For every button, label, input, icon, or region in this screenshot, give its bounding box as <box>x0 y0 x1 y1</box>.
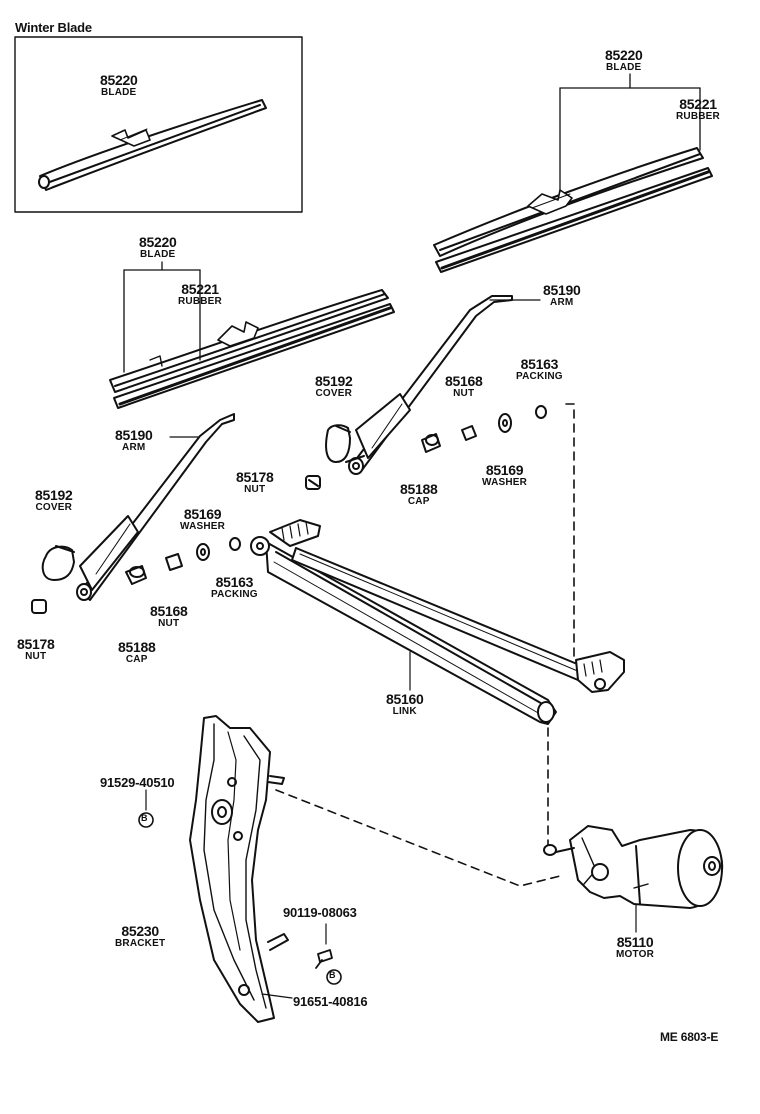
bracket <box>189 715 289 1023</box>
callout-right-nut-178: 85178 NUT <box>236 469 274 495</box>
dashed-connectors <box>275 403 575 887</box>
link-assembly <box>250 519 625 725</box>
callout-left-rubber: 85221 RUBBER <box>178 281 222 307</box>
callout-left-nut-168: 85168 NUT <box>150 603 188 629</box>
callout-right-arm: 85190 ARM <box>543 282 581 308</box>
right-packing <box>535 405 547 419</box>
left-cap <box>125 565 147 585</box>
callout-link: 85160 LINK <box>386 691 424 717</box>
right-blade-leader <box>559 73 701 193</box>
left-nut-168 <box>165 553 183 571</box>
winter-blade-inset-box <box>14 36 303 213</box>
callout-left-washer: 85169 WASHER <box>180 506 226 532</box>
callout-left-cover: 85192 COVER <box>35 487 73 513</box>
left-washer <box>196 543 210 561</box>
bolt-upper <box>138 789 154 828</box>
callout-right-nut-168: 85168 NUT <box>445 373 483 399</box>
callout-winter-blade: 85220 BLADE <box>100 72 138 98</box>
right-nut-178 <box>305 475 321 490</box>
inset-title: Winter Blade <box>15 20 92 35</box>
screw <box>315 923 333 969</box>
callout-right-cover: 85192 COVER <box>315 373 353 399</box>
left-arm <box>76 413 235 601</box>
figure-code: ME 6803-E <box>660 1030 719 1044</box>
part-number-bolt-upper: 91529-40510 <box>100 775 175 790</box>
callout-left-nut-178: 85178 NUT <box>17 636 55 662</box>
right-washer <box>498 413 512 433</box>
callout-right-packing: 85163 PACKING <box>516 356 563 382</box>
left-nut-178 <box>31 599 47 614</box>
callout-bracket: 85230 BRACKET <box>115 923 166 949</box>
left-blade-leader <box>123 261 201 373</box>
callout-right-blade: 85220 BLADE <box>605 47 643 73</box>
bolt-marker-upper: B <box>141 813 148 823</box>
part-number-screw: 90119-08063 <box>283 905 357 920</box>
right-cap <box>421 433 441 453</box>
right-nut-168 <box>461 425 477 441</box>
left-packing <box>229 537 241 551</box>
bolt-lower <box>261 969 342 999</box>
callout-right-washer: 85169 WASHER <box>482 462 528 488</box>
motor <box>543 825 724 909</box>
right-blade <box>433 147 713 273</box>
callout-left-packing: 85163 PACKING <box>211 574 258 600</box>
callout-left-arm: 85190 ARM <box>115 427 153 453</box>
callout-right-rubber: 85221 RUBBER <box>676 96 720 122</box>
winter-blade <box>38 99 267 191</box>
left-cover <box>41 545 75 581</box>
callout-motor: 85110 MOTOR <box>616 934 655 960</box>
right-cover <box>325 424 351 463</box>
part-number-bolt-lower: 91651-40816 <box>293 994 368 1009</box>
bolt-marker-lower: B <box>329 970 336 980</box>
callout-left-cap: 85188 CAP <box>118 639 156 665</box>
callout-right-cap: 85188 CAP <box>400 481 438 507</box>
callout-left-blade: 85220 BLADE <box>139 234 177 260</box>
